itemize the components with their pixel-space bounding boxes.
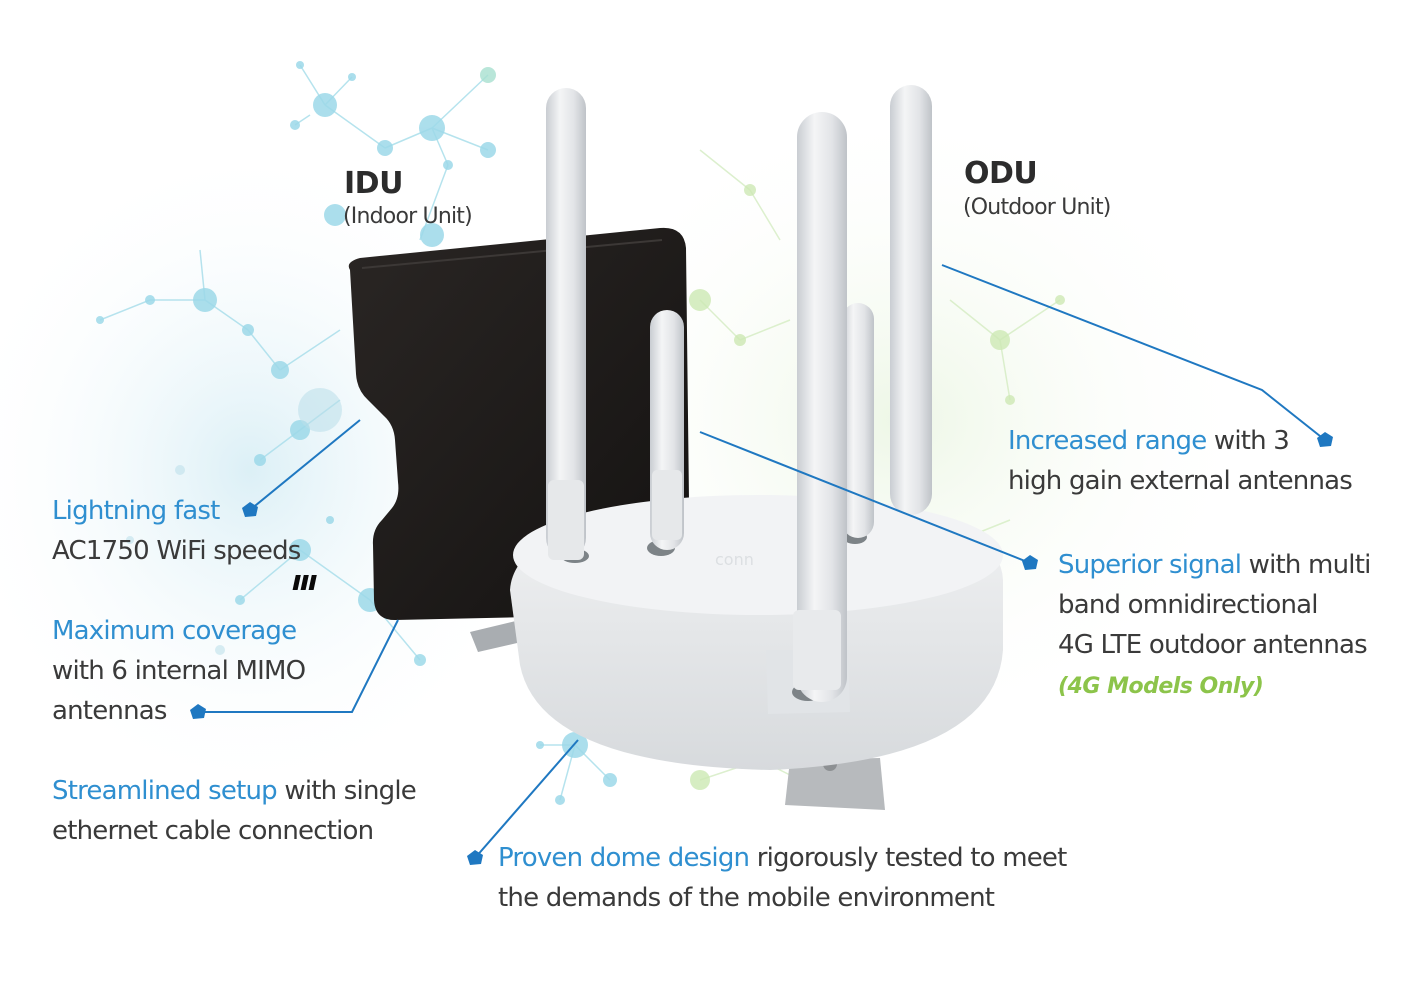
feature-streamlined-setup: Streamlined setup with single ethernet c… (52, 771, 417, 851)
feature-text: ethernet cable connection (52, 816, 374, 846)
feature-text: the demands of the mobile environment (498, 883, 995, 913)
feature-highlight: Maximum coverage (52, 616, 297, 646)
odu-subtitle: (Outdoor Unit) (963, 195, 1111, 220)
model-availability-note: (4G Models Only) (1058, 674, 1264, 699)
idu-subtitle: (Indoor Unit) (343, 204, 473, 229)
feature-text: with multi (1241, 550, 1372, 580)
feature-highlight: Streamlined setup (52, 776, 278, 806)
feature-superior-signal: Superior signal with multi band omnidire… (1058, 545, 1371, 707)
feature-text: with single (276, 776, 416, 806)
idu-title: IDU (344, 166, 403, 201)
feature-text: high gain external antennas (1008, 466, 1353, 496)
feature-text: rigorously tested to meet (749, 843, 1068, 873)
odu-title: ODU (964, 156, 1038, 191)
feature-lightning-fast: Lightning fast AC1750 WiFi speeds (52, 491, 301, 571)
odu-antennas (546, 85, 932, 702)
feature-text: band omnidirectional (1058, 590, 1319, 620)
feature-highlight: Lightning fast (52, 496, 220, 526)
feature-increased-range: Increased range with 3 high gain externa… (1008, 421, 1353, 501)
feature-maximum-coverage: Maximum coverage with 6 internal MIMO an… (52, 611, 306, 731)
feature-highlight: Superior signal (1058, 550, 1242, 580)
feature-text: with 3 (1206, 426, 1290, 456)
callout-connectors (198, 264, 1326, 859)
feature-text: with 6 internal MIMO (52, 656, 306, 686)
feature-highlight: Increased range (1008, 426, 1207, 456)
feature-text: 4G LTE outdoor antennas (1058, 630, 1368, 660)
feature-text: AC1750 WiFi speeds (52, 536, 301, 566)
feature-proven-dome-design: Proven dome design rigorously tested to … (498, 838, 1067, 918)
callout-dot-markers (190, 432, 1333, 865)
svg-text:conn: conn (715, 550, 754, 569)
feature-highlight: Proven dome design (498, 843, 750, 873)
feature-text: antennas (52, 696, 167, 726)
